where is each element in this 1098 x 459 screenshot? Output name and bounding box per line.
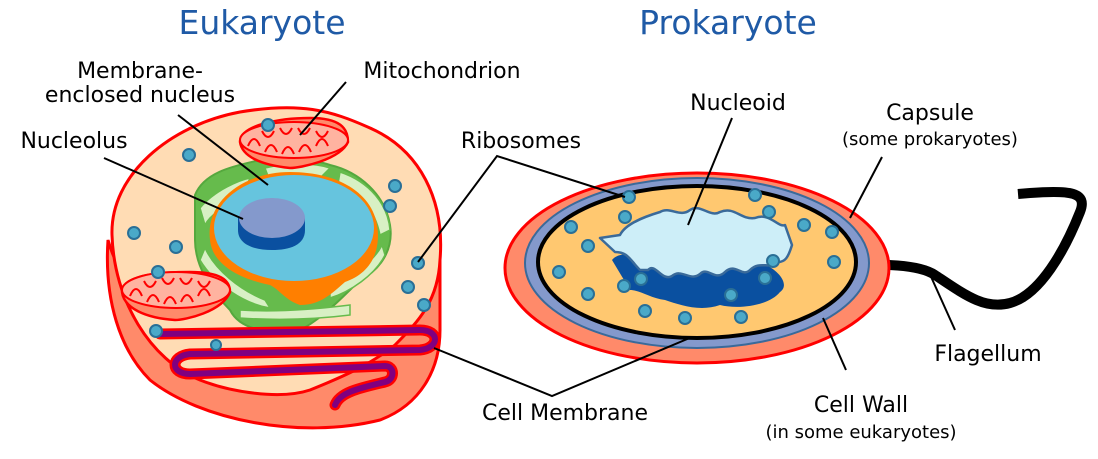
label-membrane-nucleus-line2: enclosed nucleus bbox=[45, 83, 235, 108]
label-membrane-nucleus-line1: Membrane- bbox=[77, 59, 203, 84]
eukaryote-title: Eukaryote bbox=[178, 3, 345, 42]
prokaryote-cell bbox=[503, 171, 1087, 365]
label-capsule: Capsule bbox=[886, 101, 974, 126]
eukaryote-cell bbox=[105, 106, 443, 430]
leader-nucleolus bbox=[103, 157, 244, 220]
leader-mitochondrion bbox=[299, 81, 347, 136]
nucleolus bbox=[238, 198, 305, 250]
leader-membrane-nucleus bbox=[177, 114, 269, 186]
label-flagellum: Flagellum bbox=[934, 342, 1041, 367]
label-mitochondrion: Mitochondrion bbox=[363, 59, 520, 84]
rough-er-lumen bbox=[157, 327, 438, 408]
label-capsule-note: (some prokaryotes) bbox=[842, 129, 1018, 150]
label-cell-wall: Cell Wall bbox=[814, 393, 908, 418]
prokaryote-title: Prokaryote bbox=[639, 3, 817, 42]
leader-ribosomes bbox=[417, 154, 626, 263]
leader-cell-wall bbox=[822, 317, 847, 371]
label-nucleolus: Nucleolus bbox=[20, 129, 127, 154]
prokaryote-ribosomes bbox=[552, 188, 841, 325]
leader-nucleoid bbox=[687, 117, 733, 226]
label-cell-wall-note: (in some eukaryotes) bbox=[765, 422, 956, 443]
flagellum bbox=[844, 186, 1087, 310]
label-nucleoid: Nucleoid bbox=[690, 91, 786, 116]
leader-flagellum bbox=[927, 269, 956, 331]
leader-cell-membrane bbox=[433, 336, 693, 398]
leader-capsule bbox=[849, 156, 883, 219]
leader-lines bbox=[103, 81, 956, 398]
label-ribosomes: Ribosomes bbox=[461, 129, 581, 154]
eukaryote-ribosomes bbox=[127, 118, 431, 351]
label-cell-membrane: Cell Membrane bbox=[482, 401, 648, 426]
